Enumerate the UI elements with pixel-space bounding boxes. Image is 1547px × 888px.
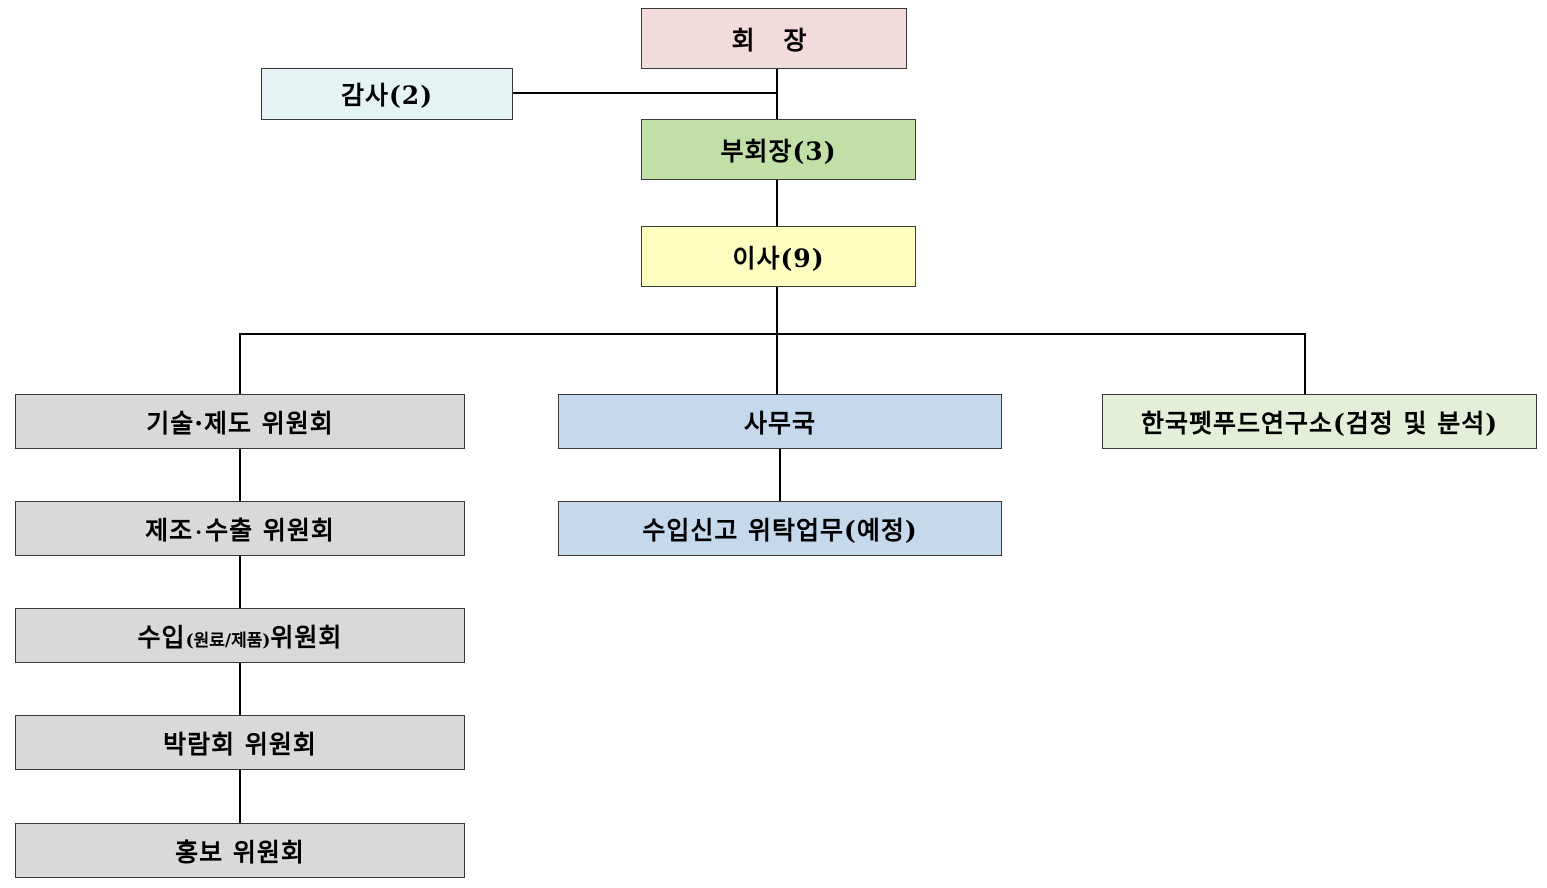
committee-label: 제조·수출 위원회: [145, 511, 335, 547]
secretariat-box: 사무국: [558, 394, 1002, 449]
committee-label: 홍보 위원회: [175, 837, 305, 867]
institute-label: 한국펫푸드연구소(검정 및 분석): [1140, 408, 1499, 438]
connector-secretariat-sub: [779, 448, 781, 502]
secretariat-label: 사무국: [743, 408, 816, 438]
committee-label: 기술·제도 위원회: [146, 408, 334, 438]
connector-committee-4-5: [239, 769, 241, 824]
committee-label-pre: 수입: [137, 622, 186, 652]
connector-committee-3-4: [239, 662, 241, 716]
committee-box-manufacturing-export: 제조·수출 위원회: [15, 501, 465, 556]
connector-committee-1-2: [239, 448, 241, 502]
committee-label-post: 수출 위원회: [205, 515, 335, 545]
connector-vice-chairman-director: [776, 179, 778, 227]
committee-box-pr: 홍보 위원회: [15, 823, 465, 878]
vice-chairman-box: 부회장(3): [641, 119, 916, 180]
auditor-box: 감사(2): [261, 68, 513, 120]
committee-label: 수입(원료/제품)위원회: [138, 618, 343, 654]
institute-box: 한국펫푸드연구소(검정 및 분석): [1102, 394, 1537, 449]
committee-box-tech-policy: 기술·제도 위원회: [15, 394, 465, 449]
committee-label-pre: 제조: [145, 515, 194, 545]
committee-label: 박람회 위원회: [163, 729, 317, 759]
chairman-box: 회 장: [641, 8, 907, 69]
import-report-label: 수입신고 위탁업무(예정): [642, 515, 918, 545]
import-report-box: 수입신고 위탁업무(예정): [558, 501, 1002, 556]
chairman-label: 회 장: [731, 25, 817, 55]
connector-committee-2-3: [239, 555, 241, 609]
committee-label-post: 위원회: [270, 622, 343, 652]
director-box: 이사(9): [641, 226, 916, 287]
committee-label-separator: ·: [195, 519, 204, 544]
connector-branch-bus: [239, 333, 1306, 335]
committee-box-import: 수입(원료/제품)위원회: [15, 608, 465, 663]
connector-branch-committees: [239, 333, 241, 395]
connector-branch-institute: [1304, 333, 1306, 395]
connector-auditor: [512, 92, 777, 94]
connector-chairman-vice-chairman: [776, 68, 778, 120]
director-label: 이사(9): [732, 243, 825, 273]
auditor-label: 감사(2): [340, 81, 434, 110]
committee-label-note: (원료/제품): [185, 630, 271, 651]
connector-director-branch: [776, 286, 778, 395]
committee-box-expo: 박람회 위원회: [15, 715, 465, 770]
vice-chairman-label: 부회장(3): [720, 136, 837, 166]
